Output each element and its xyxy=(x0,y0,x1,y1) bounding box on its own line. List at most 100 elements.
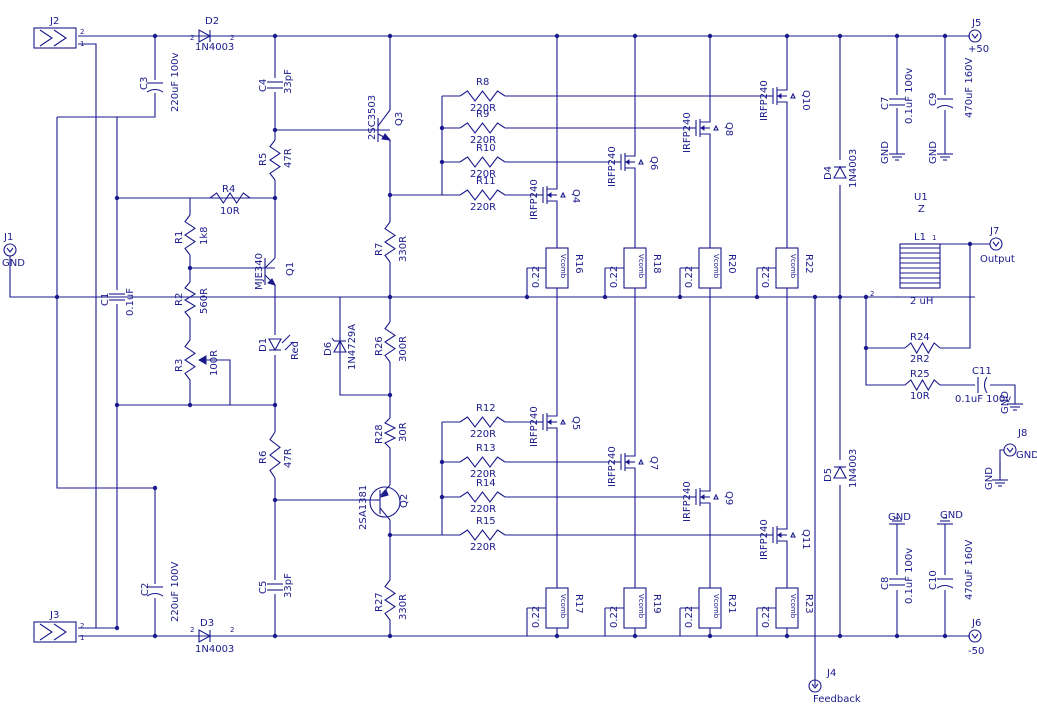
r5-ref: R5 xyxy=(258,153,269,166)
q5-mosfet-icon xyxy=(547,408,558,417)
q7-mosfet-icon xyxy=(638,458,644,465)
q11-mosfet-icon xyxy=(777,540,788,549)
resistor-value: 0.22 xyxy=(609,606,620,628)
c11-value: 0.1uF 100v xyxy=(955,394,1011,405)
gnd-label: GND xyxy=(928,141,939,164)
r9-value: 220R xyxy=(470,135,496,146)
j3-terminal-block xyxy=(33,621,77,643)
q7-value: IRFP240 xyxy=(607,446,618,487)
r6-resistor xyxy=(269,431,281,479)
q5-mosfet-icon xyxy=(547,419,552,425)
junction-dot xyxy=(632,633,638,639)
q3-ref: Q3 xyxy=(394,112,405,126)
q2-value: 2SA1381 xyxy=(358,485,369,530)
r4-resistor xyxy=(209,192,251,204)
q10-mosfet-icon xyxy=(777,101,788,110)
resistor-ref: R21 xyxy=(726,594,737,614)
q11-value: IRFP240 xyxy=(759,519,770,560)
junction-dot xyxy=(152,485,158,491)
r12-resistor xyxy=(459,416,506,428)
junction-dot xyxy=(272,33,278,39)
resistor-value: 0.22 xyxy=(761,266,772,288)
q8-mosfet-icon xyxy=(700,114,711,123)
r10-ref: R10 xyxy=(476,143,496,154)
d4-ref: D4 xyxy=(823,166,834,180)
r8-resistor xyxy=(459,90,506,102)
resistor-ref: R16 xyxy=(573,254,584,274)
r13-value: 220R xyxy=(470,469,496,480)
q7-mosfet-icon xyxy=(625,448,636,457)
r14-resistor xyxy=(459,491,506,503)
r27-value: 330R xyxy=(398,594,409,620)
vcomb-label: Vcomb xyxy=(712,254,720,279)
r14-value: 220R xyxy=(470,504,496,515)
c3-capacitor-icon xyxy=(146,88,164,93)
r28-resistor xyxy=(383,417,397,449)
j6-connector-icon xyxy=(971,633,979,639)
j4-label: Feedback xyxy=(813,694,861,705)
junction-dot xyxy=(152,633,158,639)
pin-label: 2 xyxy=(230,626,234,634)
junction-dot xyxy=(272,402,278,408)
r27-resistor xyxy=(384,579,396,621)
gnd-bus xyxy=(56,117,155,489)
junction-dot xyxy=(707,33,713,39)
r10-value: 220R xyxy=(470,169,496,180)
c2-capacitor-icon xyxy=(146,592,164,597)
j8-ref: J8 xyxy=(1017,428,1027,439)
d3-diode-icon xyxy=(198,629,212,643)
q4-mosfet-icon xyxy=(560,191,566,198)
r23-vcomb-resistor xyxy=(775,587,799,629)
junction-dot xyxy=(942,633,948,639)
r1-resistor xyxy=(184,214,196,256)
r25-ref: R25 xyxy=(910,369,930,380)
q6-value: IRFP240 xyxy=(607,146,618,187)
wire-r3-wiper xyxy=(199,359,231,405)
vcomb-label: Vcomb xyxy=(637,594,645,619)
r5-value: 47R xyxy=(283,148,294,168)
junction-dot xyxy=(387,33,393,39)
q3-value: 2SC3503 xyxy=(367,95,378,140)
r18-vcomb-resistor xyxy=(623,247,647,289)
j5-connector-icon xyxy=(968,29,982,43)
j5-connector-icon xyxy=(971,33,979,39)
r13-resistor xyxy=(459,456,506,468)
l1-inductor-icon xyxy=(899,243,941,289)
q6-mosfet-icon xyxy=(625,148,636,157)
u1-ref: U1 xyxy=(914,192,928,203)
q10-value: IRFP240 xyxy=(759,80,770,121)
l1-ref: L1 xyxy=(914,232,926,243)
junction-dot xyxy=(837,294,843,300)
pin-label: 2 xyxy=(190,626,194,634)
r3-wiper-icon xyxy=(197,355,207,365)
gnd-label: GND xyxy=(1000,391,1011,414)
pin-label: 2 xyxy=(80,28,84,36)
r17-vcomb-resistor xyxy=(545,587,569,629)
vcomb-label: Vcomb xyxy=(789,594,797,619)
q2-transistor-icon xyxy=(379,488,389,498)
d4-diode-icon xyxy=(833,165,847,179)
vcomb-label: Vcomb xyxy=(789,254,797,279)
j1-connector-icon xyxy=(6,247,14,253)
q10-ref: Q10 xyxy=(800,90,811,111)
r26-resistor xyxy=(384,321,396,363)
q11-mosfet-icon xyxy=(777,521,788,530)
j7-label: Output xyxy=(980,254,1015,265)
j1-connector-icon xyxy=(3,243,17,257)
q7-mosfet-icon xyxy=(625,459,630,465)
gnd-label: GND xyxy=(888,512,911,523)
junction-dot xyxy=(387,532,393,538)
junction-dot xyxy=(272,497,278,503)
d6-zener-icon xyxy=(331,337,335,342)
r25-value: 10R xyxy=(910,391,930,402)
junction-dot xyxy=(863,345,869,351)
r13-ref: R13 xyxy=(476,443,496,454)
u1-value: Z xyxy=(918,204,925,215)
r11-resistor xyxy=(459,189,506,201)
q9-mosfet-icon xyxy=(700,502,711,511)
q6-mosfet-icon xyxy=(625,167,636,176)
q1-value: MJE340 xyxy=(254,253,265,290)
resistor-ref: R23 xyxy=(803,594,814,614)
j4-ref: J4 xyxy=(826,668,836,679)
q2-transistor-icon xyxy=(369,486,401,518)
